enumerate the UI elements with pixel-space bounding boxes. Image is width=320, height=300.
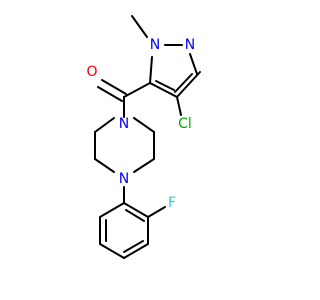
bond-piperazine-n1-c2 <box>133 117 155 133</box>
bond-phenyl-c1-c2-inner <box>125 209 145 222</box>
piperazine-top-nitrogen-label: N <box>119 116 129 132</box>
bond-phenyl-c1-c2 <box>123 202 149 218</box>
piperazine-bottom-nitrogen-label: N <box>119 171 129 187</box>
bonds <box>94 15 201 259</box>
chlorine-label: Cl <box>178 116 192 132</box>
molecule-structure: O N N Cl N N F <box>86 15 201 259</box>
bond-phenyl-c3-c4-inner <box>123 240 144 253</box>
bond-phenyl-c4-c5 <box>99 243 125 259</box>
bond-piperazine-n4-c5 <box>94 158 115 173</box>
bond-pyrazole-n2-c3 <box>189 53 198 75</box>
bond-piperazine-c3-n4 <box>133 158 155 173</box>
bond-pyrazole-c4-c5 <box>149 82 178 98</box>
bond-carbonyl-pyrazole <box>123 82 151 98</box>
bond-phenyl-fluorine <box>147 206 166 218</box>
bond-phenyl-c3-c4 <box>123 243 149 259</box>
atom-labels: O N N Cl N N F <box>86 37 195 211</box>
bond-pyrazole-c4-c5-inner <box>155 80 175 91</box>
oxygen-label: O <box>86 64 97 80</box>
fluorine-label: F <box>168 195 176 211</box>
bond-carbonyl-oxygen-a <box>101 79 127 95</box>
methyl-nitrogen-label: N <box>150 37 160 53</box>
bond-pyrazole-c5-n1 <box>149 56 153 84</box>
bond-piperazine-c6-n1 <box>94 117 115 133</box>
ring-nitrogen-label: N <box>185 37 195 53</box>
bond-n-methyl <box>131 15 148 38</box>
bond-pyrazole-c3-c4-inner <box>174 73 193 93</box>
bond-pyrazole-chlorine <box>176 96 182 116</box>
bond-carbonyl-oxygen-b <box>97 86 123 102</box>
bond-phenyl-c6-c1 <box>99 202 125 218</box>
bond-pyrazole-c3-c4 <box>176 71 201 98</box>
